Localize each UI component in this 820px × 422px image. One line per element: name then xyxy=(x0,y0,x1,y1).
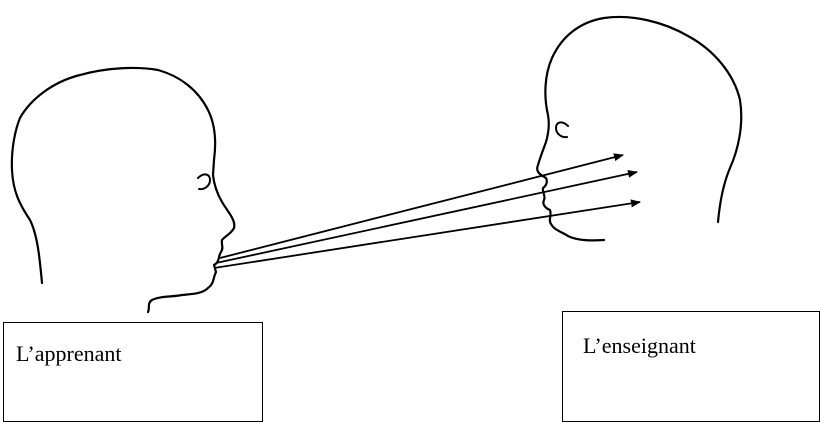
teacher-head-icon xyxy=(537,17,741,240)
teacher-ear-icon xyxy=(556,122,568,137)
learner-label: L’apprenant xyxy=(16,341,121,367)
teacher-label-box: L’enseignant xyxy=(562,311,820,422)
speech-arrow-bottom xyxy=(214,202,640,268)
speech-arrow-middle xyxy=(216,172,637,263)
learner-label-box: L’apprenant xyxy=(3,322,263,422)
learner-ear-icon xyxy=(198,174,210,189)
teacher-label: L’enseignant xyxy=(583,333,696,359)
speech-arrow-top xyxy=(220,155,623,258)
